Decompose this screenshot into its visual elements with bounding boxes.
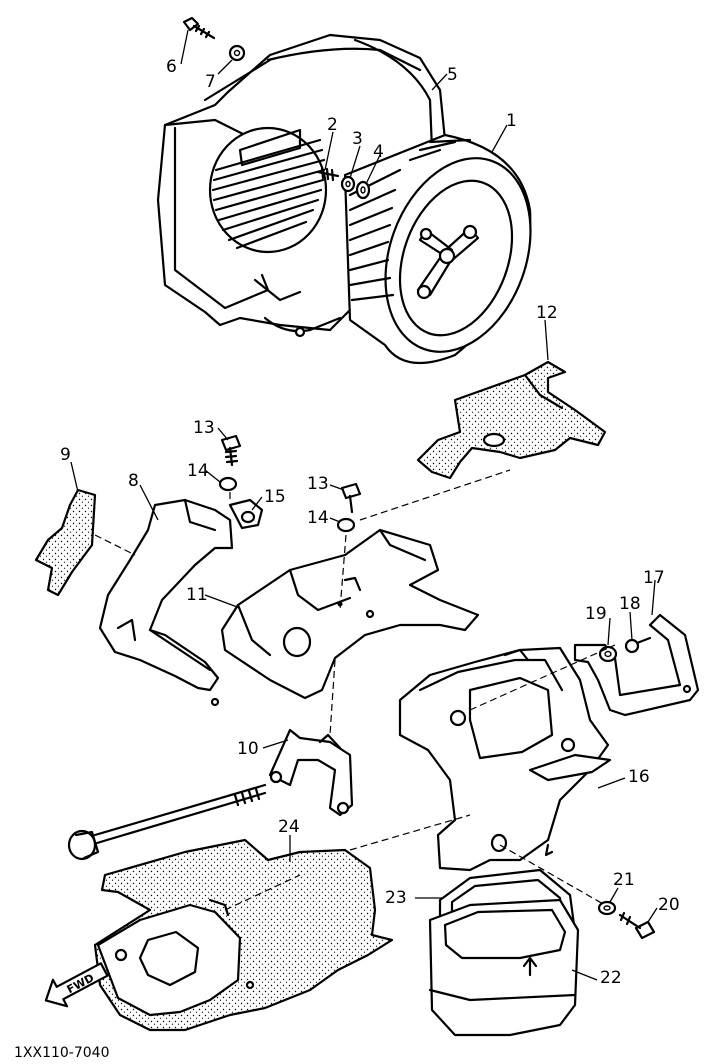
bolt-part-13-lower bbox=[340, 482, 362, 514]
assembly-centerlines bbox=[94, 469, 616, 911]
bolt-part-6 bbox=[182, 16, 216, 40]
plate-part-9 bbox=[34, 488, 97, 597]
callout-7: 7 bbox=[205, 72, 216, 92]
screw-part-20 bbox=[618, 911, 656, 940]
washer-part-21 bbox=[597, 900, 617, 916]
callout-1: 1 bbox=[506, 111, 517, 131]
screw-part-2 bbox=[316, 166, 340, 182]
bracket-part-10 bbox=[268, 728, 354, 817]
callout-9: 9 bbox=[60, 445, 71, 465]
lower-plate-part-24 bbox=[93, 838, 394, 1032]
washer-part-19 bbox=[598, 645, 618, 663]
air-duct-part-8 bbox=[98, 498, 234, 707]
callout-23: 23 bbox=[385, 888, 407, 908]
washer-part-3 bbox=[340, 175, 356, 193]
callout-24: 24 bbox=[278, 817, 300, 837]
callout-19: 19 bbox=[585, 604, 607, 624]
callout-16: 16 bbox=[628, 767, 650, 787]
washer-part-14-lower bbox=[336, 517, 356, 533]
callout-17: 17 bbox=[643, 568, 665, 588]
handle-part-17 bbox=[573, 613, 700, 717]
drawing-code: 1XX110-7040 bbox=[14, 1045, 110, 1061]
callout-10: 10 bbox=[237, 739, 259, 759]
callout-22: 22 bbox=[600, 968, 622, 988]
bolt-part-18 bbox=[624, 636, 652, 654]
long-bolt bbox=[67, 783, 267, 861]
callout-8: 8 bbox=[128, 471, 139, 491]
callout-20: 20 bbox=[658, 895, 680, 915]
callout-4: 4 bbox=[373, 142, 384, 162]
washer-part-14-upper bbox=[218, 476, 238, 492]
washer-part-4 bbox=[355, 180, 371, 200]
fan-hub bbox=[416, 224, 480, 300]
callout-13-lower: 13 bbox=[307, 474, 329, 494]
callout-13-upper: 13 bbox=[193, 418, 215, 438]
callout-labels: 1 2 3 4 5 6 7 8 9 10 11 12 13 14 15 13 1… bbox=[60, 57, 680, 988]
callout-14-lower: 14 bbox=[307, 508, 329, 528]
callout-2: 2 bbox=[327, 115, 338, 135]
lower-cover-part-11 bbox=[220, 528, 480, 700]
air-box-part-16 bbox=[398, 646, 612, 872]
callout-leaders bbox=[70, 29, 658, 981]
callout-12: 12 bbox=[536, 303, 558, 323]
callout-21: 21 bbox=[613, 870, 635, 890]
callout-3: 3 bbox=[352, 129, 363, 149]
cooling-fan-part-1 bbox=[343, 133, 532, 365]
bolt-part-13-upper bbox=[220, 434, 242, 467]
filter-box-part-22 bbox=[428, 898, 580, 1037]
washer-part-7 bbox=[228, 44, 246, 62]
callout-18: 18 bbox=[619, 594, 641, 614]
callout-6: 6 bbox=[166, 57, 177, 77]
callout-11: 11 bbox=[186, 585, 208, 605]
callout-5: 5 bbox=[447, 65, 458, 85]
callout-14-upper: 14 bbox=[187, 461, 209, 481]
bracket-part-12 bbox=[416, 360, 607, 480]
callout-15: 15 bbox=[264, 487, 286, 507]
shroud-grille bbox=[211, 138, 326, 250]
